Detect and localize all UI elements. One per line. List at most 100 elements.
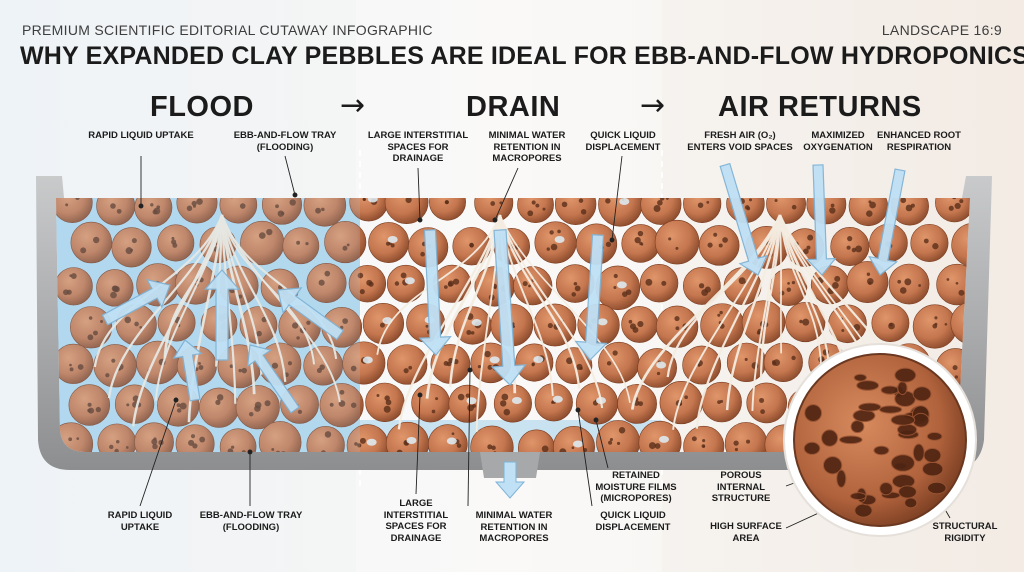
pebble-pore <box>490 201 496 206</box>
root-strand <box>672 214 781 430</box>
pebble-pore <box>443 360 449 366</box>
flow-arrow-icon <box>868 168 906 276</box>
label-interstitial-bottom: LARGE INTERSTITIAL SPACES FOR DRAINAGE <box>383 498 449 544</box>
pebble-pore <box>68 437 73 442</box>
pebble-pore <box>888 322 895 330</box>
pebble-pore <box>171 239 177 245</box>
leader-dot <box>417 217 423 223</box>
phase-air-heading: AIR RETURNS <box>718 91 922 123</box>
pebble-pore <box>306 320 311 325</box>
pebble-pore <box>248 411 254 417</box>
label-displacement-bottom: QUICK LIQUID DISPLACEMENT <box>595 510 671 533</box>
moisture-film <box>404 277 415 285</box>
pebble-pore <box>342 245 348 251</box>
pebble-pore <box>357 443 362 448</box>
inset-pore <box>879 481 893 496</box>
moisture-film <box>471 319 482 327</box>
pebble-pore <box>787 282 790 285</box>
moisture-film <box>659 435 670 443</box>
pebble-pore <box>734 447 739 452</box>
pebble-pore <box>954 375 959 379</box>
clay-pebble <box>766 198 806 224</box>
pebble-pore <box>904 278 912 286</box>
label-retention-bottom: MINIMAL WATER RETENTION IN MACROPORES <box>475 510 553 544</box>
label-moisture-bottom: RETAINED MOISTURE FILMS (MICROPORES) <box>595 470 677 504</box>
pebble-pore <box>952 365 958 371</box>
category-label: PREMIUM SCIENTIFIC EDITORIAL CUTAWAY INF… <box>22 22 433 38</box>
inset-pore <box>923 447 942 463</box>
pebble-pore <box>296 240 301 245</box>
pebble-pore <box>657 199 663 206</box>
pebble-pore <box>357 272 364 279</box>
clay-pebble <box>639 263 679 303</box>
flow-arrow-icon <box>806 164 837 276</box>
pebble-pore <box>807 234 814 241</box>
pebble-pore <box>958 289 965 296</box>
pebble-pore <box>733 440 739 446</box>
pebble-pore <box>457 393 465 401</box>
pebble-pore <box>759 397 765 403</box>
pebble-pore <box>959 199 964 204</box>
pebble-pore <box>618 427 626 434</box>
label-porous-structure: POROUS INTERNAL STRUCTURE <box>711 470 771 504</box>
pebble-pore <box>946 278 950 281</box>
pebble-pore <box>628 319 633 324</box>
pebble-pore <box>186 205 193 211</box>
pebble-pore <box>321 207 325 212</box>
clay-pebble <box>554 198 597 225</box>
pebble-pore <box>547 323 553 329</box>
inset-pore <box>822 456 843 475</box>
pebble-pore <box>452 278 460 285</box>
pebble-pore <box>503 408 511 416</box>
root-strand <box>778 214 831 374</box>
pebble-pore <box>501 393 509 401</box>
pebble-pore <box>63 289 69 296</box>
pebble-pore <box>868 281 872 285</box>
moisture-film <box>362 356 373 364</box>
leader-dot <box>292 192 298 198</box>
root-strand <box>499 214 604 409</box>
moisture-film <box>572 440 583 448</box>
moisture-film <box>466 397 477 405</box>
pebble-pore <box>574 285 581 292</box>
pebble-pore <box>500 400 507 407</box>
pebble-pore <box>76 437 80 441</box>
pebble-pore <box>105 373 110 378</box>
pebble-pore <box>491 445 496 451</box>
pebble-pore <box>456 443 462 448</box>
leader-dot <box>173 397 179 403</box>
right-arrow-icon: → <box>340 88 366 123</box>
moisture-film <box>489 356 500 364</box>
pebble-pore <box>522 281 528 287</box>
clay-pebble <box>411 383 450 423</box>
pebble-pore <box>580 209 587 215</box>
pebble-pore <box>88 407 95 414</box>
root-strand <box>425 214 502 399</box>
flow-arrow-icon <box>277 287 345 341</box>
pebble-pore <box>408 365 413 370</box>
pebble-pore <box>791 355 796 361</box>
inset-pore <box>926 431 943 441</box>
inset-pore <box>896 423 918 436</box>
flow-arrow-icon <box>719 162 768 276</box>
pebble-pore <box>653 205 661 212</box>
pebble-pore <box>198 361 201 365</box>
inset-pore <box>849 492 867 501</box>
root-strand <box>397 214 502 430</box>
pebble-pore <box>771 360 776 364</box>
label-displacement-top: QUICK LIQUID DISPLACEMENT <box>585 130 661 153</box>
pebble-pore <box>324 431 332 438</box>
pebble-pore <box>396 449 403 452</box>
moisture-film <box>533 356 544 364</box>
pebble-pore <box>707 242 713 248</box>
pebble-pore <box>152 209 158 215</box>
leader-line <box>139 399 177 507</box>
pebble-pore <box>955 281 959 285</box>
pebble-pore <box>266 228 273 236</box>
inset-pore <box>803 441 821 455</box>
pebble-pore <box>512 325 516 328</box>
phase-drain-heading: DRAIN <box>466 91 561 123</box>
label-rapid-uptake-bottom: RAPID LIQUID UPTAKE <box>107 510 173 533</box>
pebble-pore <box>275 450 281 452</box>
pebble-pore <box>77 364 84 370</box>
